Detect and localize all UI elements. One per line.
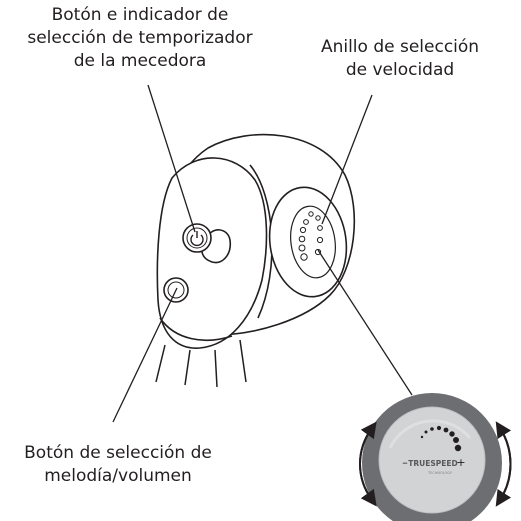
timer-button[interactable] [182, 223, 212, 253]
dial-speed-dots [420, 425, 462, 452]
melody-label-line-2: melodía/volumen [44, 466, 192, 486]
legs [155, 339, 247, 388]
timer-button-callout: Botón e indicador de selección de tempor… [0, 4, 280, 73]
melody-label-line-1: Botón de selección de [24, 443, 212, 463]
power-icon [190, 231, 204, 247]
rotate-left-arrow-icon [359, 421, 377, 507]
speed-ring-callout: Anillo de selección de velocidad [300, 36, 500, 82]
speed-label-line-2: de velocidad [345, 60, 455, 80]
timer-label-line-2: selección de temporizador [27, 28, 253, 48]
speed-label-line-1: Anillo de selección [320, 37, 480, 57]
dial-sub-brand: TECHNOLOGY [427, 471, 453, 475]
dial-leader-line [317, 249, 413, 396]
timer-label-line-1: Botón e indicador de [51, 5, 229, 25]
control-housing [156, 133, 356, 349]
dial-detail: – TRUESPEED TECHNOLOGY + [362, 393, 502, 521]
dial-brand: TRUESPEED [408, 459, 457, 468]
leader-lines [112, 84, 413, 423]
timer-label-line-3: de la mecedora [73, 51, 207, 71]
dial-plus: + [456, 456, 465, 469]
melody-button-callout: Botón de selección de melodía/volumen [2, 442, 234, 488]
speed-ring-dots [298, 211, 324, 261]
speed-leader-line [321, 94, 373, 225]
melody-leader-line [112, 287, 178, 423]
timer-leader-line [147, 84, 196, 233]
rotate-right-arrow-icon [495, 421, 512, 507]
dial-minus: – [402, 456, 408, 469]
